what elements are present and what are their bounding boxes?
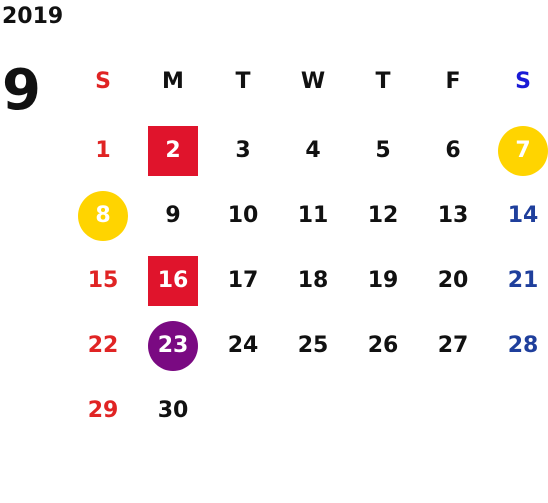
day-number: 9: [165, 203, 181, 228]
day-cell[interactable]: 14: [488, 183, 548, 248]
day-number: 12: [367, 203, 399, 228]
month-number: 9: [2, 58, 41, 123]
day-cell[interactable]: 11: [278, 183, 348, 248]
day-cell[interactable]: 5: [348, 118, 418, 183]
day-cell[interactable]: 2: [138, 118, 208, 183]
day-number: 6: [445, 138, 461, 163]
day-cell[interactable]: 10: [208, 183, 278, 248]
day-cell[interactable]: 29: [68, 378, 138, 443]
day-number: 30: [157, 398, 189, 423]
day-cell[interactable]: 13: [418, 183, 488, 248]
highlighted-day-number: 8: [78, 190, 128, 241]
day-cell[interactable]: 20: [418, 248, 488, 313]
day-cell[interactable]: 7: [488, 118, 548, 183]
day-number: 17: [227, 268, 259, 293]
day-number: 5: [375, 138, 391, 163]
day-number: 21: [507, 268, 539, 293]
day-cell[interactable]: 21: [488, 248, 548, 313]
day-number: 24: [227, 333, 259, 358]
day-cell[interactable]: 30: [138, 378, 208, 443]
day-number: 4: [305, 138, 321, 163]
day-cell[interactable]: 23: [138, 313, 208, 378]
day-number: 11: [297, 203, 329, 228]
day-number: 14: [507, 203, 539, 228]
highlighted-day-number: 2: [148, 125, 198, 176]
weekday-header: S: [95, 69, 111, 94]
day-number: 13: [437, 203, 469, 228]
highlighted-day-number: 16: [148, 255, 198, 306]
day-cell[interactable]: 17: [208, 248, 278, 313]
day-cell[interactable]: 27: [418, 313, 488, 378]
weekday-header: T: [375, 69, 391, 94]
day-number: 3: [235, 138, 251, 163]
day-number: 1: [95, 138, 111, 163]
day-number: 15: [87, 268, 119, 293]
day-cell[interactable]: 16: [138, 248, 208, 313]
day-cell[interactable]: 28: [488, 313, 548, 378]
day-cell[interactable]: 22: [68, 313, 138, 378]
highlighted-day-number: 7: [498, 125, 548, 176]
day-number: 20: [437, 268, 469, 293]
weekday-header: W: [300, 69, 326, 94]
weekday-header: F: [445, 69, 461, 94]
day-cell[interactable]: 1: [68, 118, 138, 183]
day-number: 27: [437, 333, 469, 358]
day-cell[interactable]: 3: [208, 118, 278, 183]
day-number: 29: [87, 398, 119, 423]
day-cell[interactable]: 6: [418, 118, 488, 183]
day-number: 25: [297, 333, 329, 358]
day-number: 28: [507, 333, 539, 358]
day-number: 19: [367, 268, 399, 293]
day-cell[interactable]: 18: [278, 248, 348, 313]
day-number: 18: [297, 268, 329, 293]
day-cell[interactable]: 25: [278, 313, 348, 378]
day-cell[interactable]: 8: [68, 183, 138, 248]
day-number: 10: [227, 203, 259, 228]
weekday-header: S: [515, 69, 531, 94]
day-cell[interactable]: 15: [68, 248, 138, 313]
highlighted-day-number: 23: [148, 320, 198, 371]
weekday-header: M: [162, 69, 184, 94]
day-cell[interactable]: 12: [348, 183, 418, 248]
year-label: 2019: [2, 4, 64, 29]
day-cell[interactable]: 19: [348, 248, 418, 313]
day-cell[interactable]: 24: [208, 313, 278, 378]
day-cell[interactable]: 9: [138, 183, 208, 248]
day-number: 26: [367, 333, 399, 358]
day-cell[interactable]: 26: [348, 313, 418, 378]
day-number: 22: [87, 333, 119, 358]
day-cell[interactable]: 4: [278, 118, 348, 183]
weekday-header: T: [235, 69, 251, 94]
